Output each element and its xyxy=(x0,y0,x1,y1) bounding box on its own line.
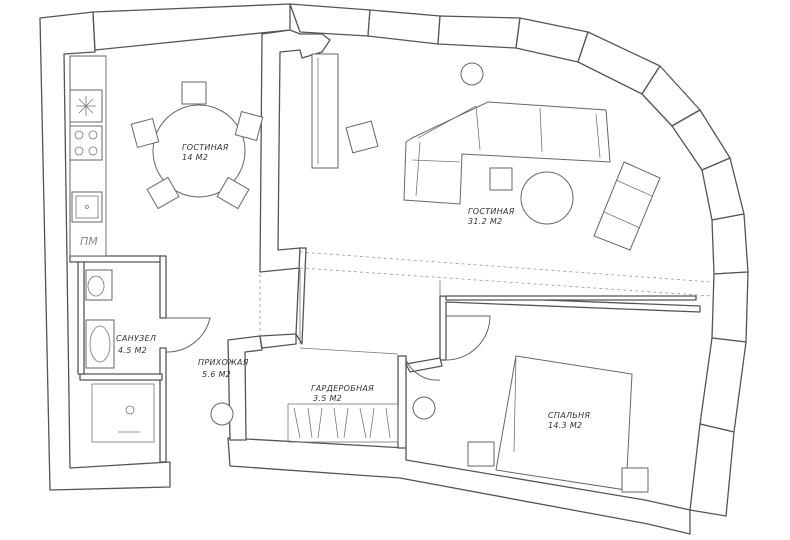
bedroom-area: 14.3 М2 xyxy=(548,421,582,430)
dishwasher-label: ПМ xyxy=(80,235,98,248)
sofa xyxy=(403,101,611,205)
bathroom-fixtures xyxy=(85,269,155,443)
doors xyxy=(165,315,491,426)
lounge-chair xyxy=(593,161,661,251)
washing-machine-icon xyxy=(71,191,103,223)
bed xyxy=(495,355,633,491)
dining-table xyxy=(130,81,264,210)
washbasin-icon xyxy=(85,319,115,369)
wardrobe-area: 3.5 М2 xyxy=(313,394,342,403)
living-furniture xyxy=(311,53,661,251)
wardrobe-name: ГАРДЕРОБНАЯ xyxy=(311,384,374,393)
bathroom-name: САНУЗЕЛ xyxy=(116,334,156,343)
exterior-walls xyxy=(39,3,749,535)
bedroom-name: СПАЛЬНЯ xyxy=(548,411,590,420)
floor-lamp-icon xyxy=(460,62,484,86)
passage-lines xyxy=(259,251,713,344)
sink-icon xyxy=(76,96,96,116)
bathroom-area: 4.5 М2 xyxy=(118,346,147,355)
curved-exterior-wall xyxy=(289,3,749,517)
living-left-name: ГОСТИНАЯ xyxy=(182,143,229,152)
living-main-name: ГОСТИНАЯ xyxy=(468,207,515,216)
living-left-area: 14 М2 xyxy=(182,153,208,162)
shower-icon xyxy=(91,383,155,443)
toilet-icon xyxy=(85,269,113,301)
room-labels: ГОСТИНАЯ 14 М2 ГОСТИНАЯ 31.2 М2 САНУЗЕЛ … xyxy=(116,143,590,430)
hallway-area: 5.6 М2 xyxy=(202,370,231,379)
stove-icon xyxy=(69,125,103,161)
wardrobe-rack xyxy=(287,347,399,443)
hallway-name: ПРИХОЖАЯ xyxy=(198,358,249,367)
bedroom-furniture xyxy=(467,355,649,493)
kitchen-counter: ПМ xyxy=(69,55,107,257)
living-main-area: 31.2 М2 xyxy=(468,217,502,226)
